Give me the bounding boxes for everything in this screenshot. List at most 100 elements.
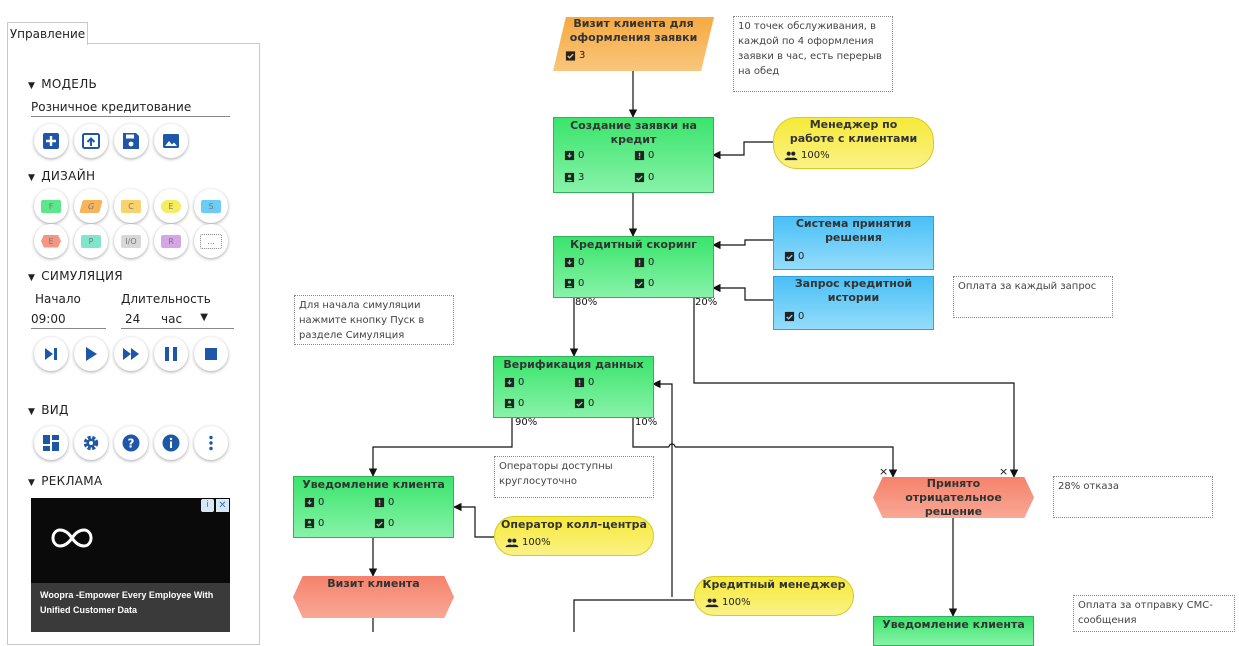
notify-done-count: 0	[374, 518, 394, 529]
notify-client-2-node[interactable]: Уведомление клиента	[873, 616, 1034, 646]
duration-input[interactable]: 24	[121, 312, 161, 329]
start-label: Начало	[35, 292, 81, 306]
fast-forward-button[interactable]	[114, 337, 148, 371]
visit-client-node[interactable]: Визит клиента	[293, 576, 454, 618]
open-model-button[interactable]	[74, 124, 108, 158]
clipboard-check-icon	[784, 251, 795, 262]
inbox-icon	[304, 497, 315, 508]
notify-alert-count: 0	[374, 497, 394, 508]
clipboard-check-icon	[574, 398, 585, 409]
pause-button[interactable]	[154, 337, 188, 371]
open-icon	[82, 133, 100, 149]
verify-node[interactable]: Верификация данных 0 0 0 0	[493, 356, 654, 418]
f-chip: F	[41, 199, 61, 213]
model-section-header[interactable]: ▼МОДЕЛЬ	[28, 77, 98, 91]
visit-apply-count: 3	[565, 50, 585, 61]
note-reject-rate[interactable]: 28% отказа	[1053, 476, 1213, 518]
save-model-button[interactable]	[114, 124, 148, 158]
person-badge-icon	[304, 518, 315, 529]
inbox-icon	[564, 150, 575, 161]
callcenter-title: Оператор колл-центра	[501, 518, 647, 531]
note-service-points[interactable]: 10 точек обслуживания, в каждой по 4 офо…	[733, 16, 893, 92]
visit-client-title: Визит клиента	[327, 577, 420, 590]
s-chip: S	[201, 199, 221, 213]
verify-alert-count: 0	[574, 377, 594, 388]
model-name-field[interactable]: Розничное кредитование	[31, 100, 230, 117]
start-time-input[interactable]: 09:00	[31, 312, 106, 329]
person-badge-icon	[504, 398, 515, 409]
sim-section-header[interactable]: ▼СИМУЛЯЦИЯ	[28, 269, 123, 283]
model-section-label: МОДЕЛЬ	[41, 77, 98, 91]
inbox-icon	[564, 257, 575, 268]
design-p-button[interactable]: P	[74, 224, 108, 258]
export-image-button[interactable]	[154, 124, 188, 158]
callcenter-resource-node[interactable]: Оператор колл-центра 100%	[494, 516, 654, 556]
ads-section-label: РЕКЛАМА	[41, 474, 103, 488]
visit-apply-title: Визит клиента для оформления заявки	[569, 17, 698, 44]
edge-callcenter-notify	[453, 502, 494, 538]
credit-history-count: 0	[784, 311, 804, 322]
ad-close-icon[interactable]: ✕	[216, 499, 229, 512]
design-s-button[interactable]: S	[194, 189, 228, 223]
credit-history-node[interactable]: Запрос кредитной истории 0	[773, 276, 934, 330]
note-chip: ...	[200, 233, 222, 249]
stop-button[interactable]	[194, 337, 228, 371]
step-button[interactable]	[34, 337, 68, 371]
more-button[interactable]	[194, 426, 228, 460]
ad-text-bar	[31, 583, 230, 632]
decision-system-title: Система принятия решения	[795, 217, 912, 244]
io-chip: I/O	[121, 234, 141, 248]
visit-apply-node[interactable]: Визит клиента для оформления заявки 3	[553, 17, 714, 71]
e-chip: E	[161, 199, 181, 213]
design-r-button[interactable]: R	[154, 224, 188, 258]
edge-decision-scoring	[712, 239, 773, 250]
settings-button[interactable]	[74, 426, 108, 460]
note-per-request-fee[interactable]: Оплата за каждый запрос	[953, 276, 1113, 318]
tab-control[interactable]: Управление	[7, 22, 88, 45]
ads-section-header[interactable]: ▼РЕКЛАМА	[28, 474, 103, 488]
design-io-button[interactable]: I/O	[114, 224, 148, 258]
design-c-button[interactable]: C	[114, 189, 148, 223]
design-section-header[interactable]: ▼ДИЗАЙН	[28, 169, 96, 183]
manager-resource-node[interactable]: Менеджер по работе с клиентами 100%	[773, 117, 934, 169]
layout-button[interactable]	[34, 426, 68, 460]
note-sms-fee[interactable]: Оплата за отправку СМС-сообщения	[1073, 595, 1235, 632]
save-icon	[123, 133, 139, 149]
ad-info-icon[interactable]: i	[201, 499, 214, 512]
pause-icon	[165, 347, 177, 361]
play-button[interactable]	[74, 337, 108, 371]
design-g-button[interactable]: G	[74, 189, 108, 223]
new-model-button[interactable]	[34, 124, 68, 158]
design-note-button[interactable]: ...	[194, 224, 228, 258]
clipboard-check-icon	[784, 311, 795, 322]
person-badge-icon	[564, 278, 575, 289]
clipboard-check-icon	[565, 51, 576, 61]
manager-title: Менеджер по работе с клиентами	[789, 118, 918, 145]
notify-client-count: 0	[304, 518, 324, 529]
view-section-header[interactable]: ▼ВИД	[28, 403, 69, 417]
design-f-button[interactable]: F	[34, 189, 68, 223]
help-button[interactable]: ?	[114, 426, 148, 460]
info-button[interactable]	[154, 426, 188, 460]
design-e2-button[interactable]: E	[34, 224, 68, 258]
verify-client-count: 0	[504, 398, 524, 409]
credit-manager-resource-node[interactable]: Кредитный менеджер 100%	[694, 576, 854, 616]
alert-clipboard-icon	[374, 497, 385, 508]
dashboard-icon	[43, 435, 59, 451]
person-badge-icon	[564, 172, 575, 183]
duration-unit-value: час	[161, 312, 183, 326]
create-request-node[interactable]: Создание заявки на кредит 0 0 3 0	[553, 117, 714, 193]
notify-client-node[interactable]: Уведомление клиента 0 0 0 0	[293, 476, 454, 538]
infinity-logo-icon	[51, 528, 93, 548]
advertisement[interactable]: i ✕ Woopra -Empower Every Employee With …	[31, 498, 230, 632]
edge-manager-create	[712, 141, 773, 160]
more-vert-icon	[209, 435, 213, 451]
design-e-button[interactable]: E	[154, 189, 188, 223]
duration-unit-select[interactable]: час▼	[157, 312, 234, 329]
rejected-node[interactable]: Принято отрицательное решение	[873, 477, 1034, 518]
decision-system-node[interactable]: Система принятия решения 0	[773, 216, 934, 270]
scoring-node[interactable]: Кредитный скоринг 0 0 0 0	[553, 236, 714, 298]
note-start-simulation[interactable]: Для начала симуляции нажмите кнопку Пуск…	[294, 295, 454, 345]
rejected-title: Принято отрицательное решение	[905, 477, 1002, 518]
note-operators[interactable]: Операторы доступны круглосуточно	[494, 456, 654, 498]
